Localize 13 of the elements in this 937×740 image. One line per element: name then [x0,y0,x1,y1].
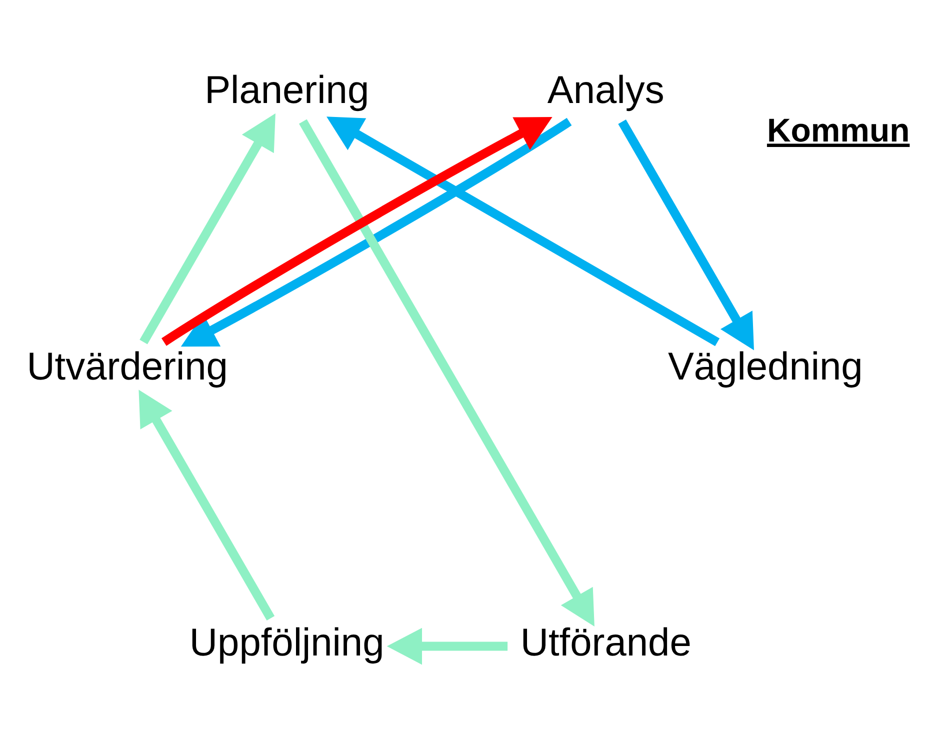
arrow [386,628,508,665]
arrow [299,119,594,626]
node-text: Planering [204,69,370,112]
node-text: Uppföljning [189,622,384,665]
label: Kommun [766,112,910,149]
arrow [140,113,276,344]
arrow [138,390,275,621]
node-text: Analys [547,69,664,112]
node-text: Utvärdering [26,345,228,388]
node-text: Utförande [520,622,692,665]
arrow [618,119,754,350]
arrow [326,116,720,346]
node-text: Vägledning [668,345,863,388]
